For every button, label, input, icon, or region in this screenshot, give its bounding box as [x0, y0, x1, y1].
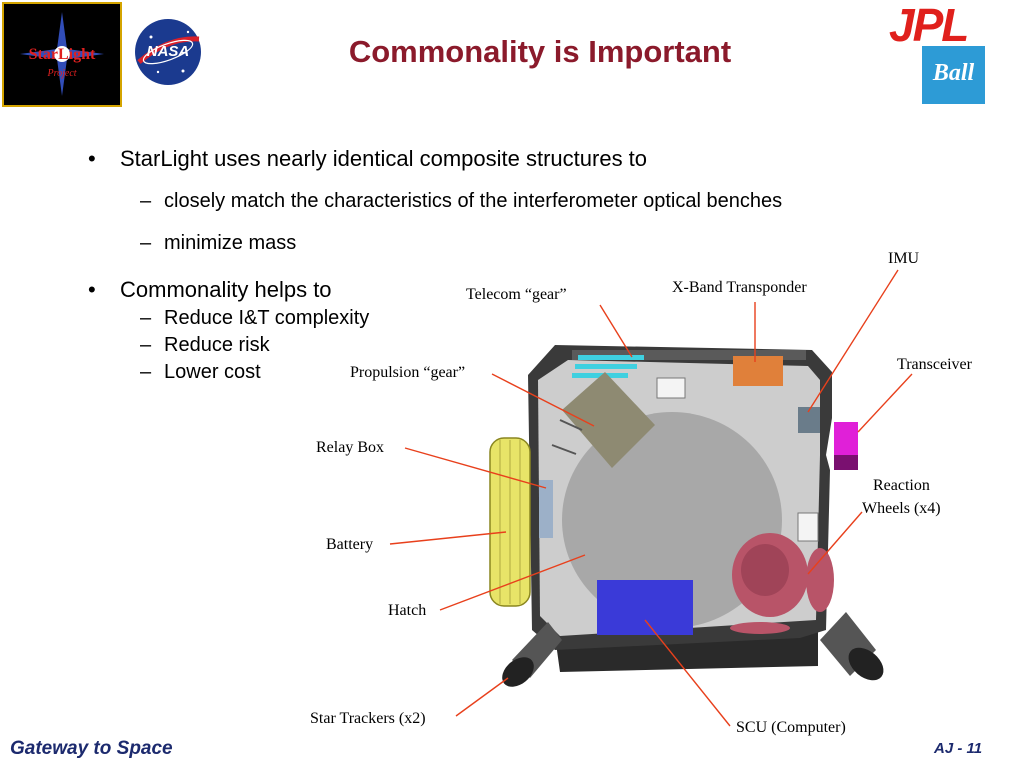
small-module	[656, 377, 686, 399]
reaction-wheel	[806, 548, 834, 612]
nasa-meatball-icon	[135, 19, 201, 85]
starlight-logo: StarLight Project	[2, 2, 122, 107]
ball-logo-text: Ball	[932, 60, 975, 86]
jpl-logo-text: JPL	[889, 0, 969, 51]
sub-bullet-item: Reduce I&T complexity	[164, 307, 370, 329]
side-module	[797, 512, 819, 542]
page-number: AJ - 11	[934, 740, 983, 757]
label-x-band-transponder: X-Band Transponder	[672, 279, 807, 296]
label-reaction-wheels-count: Wheels (x4)	[862, 500, 941, 517]
sub-bullet-item: minimize mass	[164, 232, 297, 254]
sub-bullet-marker: –	[140, 232, 152, 254]
star-icon	[20, 12, 104, 96]
sub-bullet-marker: –	[140, 334, 152, 356]
sub-bullet-item: closely match the characteristics of the…	[164, 190, 783, 212]
ball-logo: Ball	[922, 46, 985, 104]
label-telecom-gear: Telecom “gear”	[466, 286, 567, 303]
callout-lines	[389, 269, 913, 727]
label-battery: Battery	[326, 536, 374, 553]
label-star-trackers: Star Trackers (x2)	[310, 710, 426, 727]
scu-computer	[597, 580, 693, 635]
nasa-logo-text: NASA	[146, 43, 190, 60]
footer-title: Gateway to Space	[10, 738, 173, 759]
label-transceiver: Transceiver	[897, 356, 972, 373]
label-scu-computer: SCU (Computer)	[736, 719, 846, 736]
bullet-item: StarLight uses nearly identical composit…	[120, 146, 648, 171]
sub-bullet-item: Lower cost	[164, 361, 261, 383]
bullet-item: Commonality helps to	[120, 277, 332, 302]
label-reaction-wheels: Reaction	[873, 477, 930, 494]
sub-bullet-item: Reduce risk	[164, 334, 270, 356]
bullet-marker: •	[88, 146, 96, 171]
propulsion-gear	[562, 372, 655, 468]
nasa-logo: NASA	[133, 17, 203, 87]
label-imu: IMU	[888, 250, 920, 267]
hatch-circle	[562, 412, 782, 628]
bullet-marker: •	[88, 277, 96, 302]
relay-box	[539, 480, 553, 538]
page-title: Commonality is Important	[348, 34, 732, 69]
sub-bullet-marker: –	[140, 190, 152, 212]
label-hatch: Hatch	[388, 602, 427, 619]
top-rail	[572, 350, 806, 360]
starlight-logo-subtext: Project	[47, 68, 77, 79]
sub-bullet-marker: –	[140, 307, 152, 329]
label-propulsion-gear: Propulsion “gear”	[350, 364, 466, 381]
jpl-logo: JPL	[889, 0, 1017, 51]
star-tracker-right	[820, 612, 884, 681]
sub-bullet-marker: –	[140, 361, 152, 383]
label-relay-box: Relay Box	[316, 439, 384, 456]
starlight-logo-text: StarLight	[28, 46, 96, 63]
reaction-wheel	[730, 622, 790, 634]
imu-box	[798, 407, 820, 433]
star-tracker-left	[502, 622, 562, 687]
x-band-transponder	[733, 356, 783, 386]
telecom-gear	[572, 355, 644, 378]
